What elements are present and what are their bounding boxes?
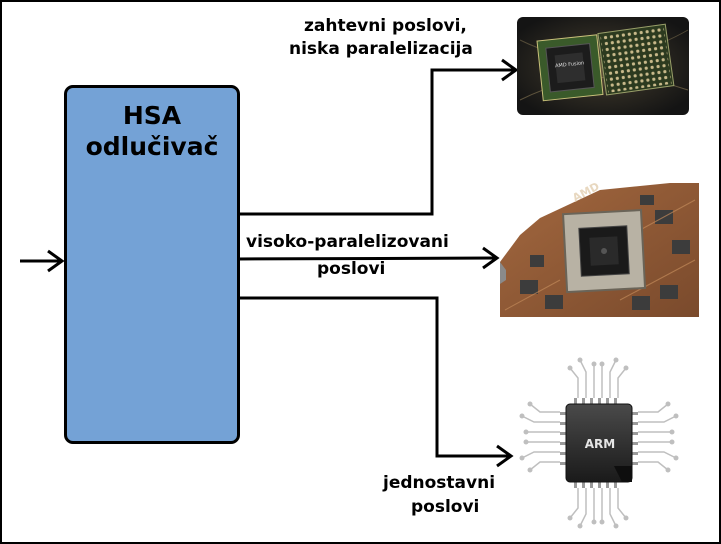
hsa-decider-title: HSA odlučivač [67, 100, 237, 162]
branch-2-label-line2: poslovi [317, 259, 386, 279]
gpu-graphics-card-chip-icon: AMD [500, 180, 699, 317]
arm-chip-text: ARM [585, 437, 615, 451]
branch-1-label-line1: zahtevni poslovi, [304, 16, 467, 36]
connector-to-arm [237, 296, 514, 468]
branch-3-label-line1: jednostavni [383, 473, 496, 493]
input-arrow [20, 249, 65, 273]
amd-fusion-apu-chip-icon: AMD Fusion [517, 17, 689, 115]
branch-3-label-line2: poslovi [411, 497, 480, 517]
branch-2-label-line1: visoko-paralelizovani [246, 232, 449, 252]
hsa-title-line2: odlučivač [85, 132, 219, 161]
connector-to-gpu [236, 246, 500, 270]
hsa-decider-box: HSA odlučivač [64, 85, 240, 444]
connector-to-apu [237, 58, 519, 216]
apu-chip-text: AMD Fusion [555, 60, 585, 69]
hsa-title-line1: HSA [122, 101, 182, 130]
branch-1-label-line2: niska paralelizacija [289, 39, 473, 59]
arm-chip-icon: ARM [515, 350, 700, 530]
